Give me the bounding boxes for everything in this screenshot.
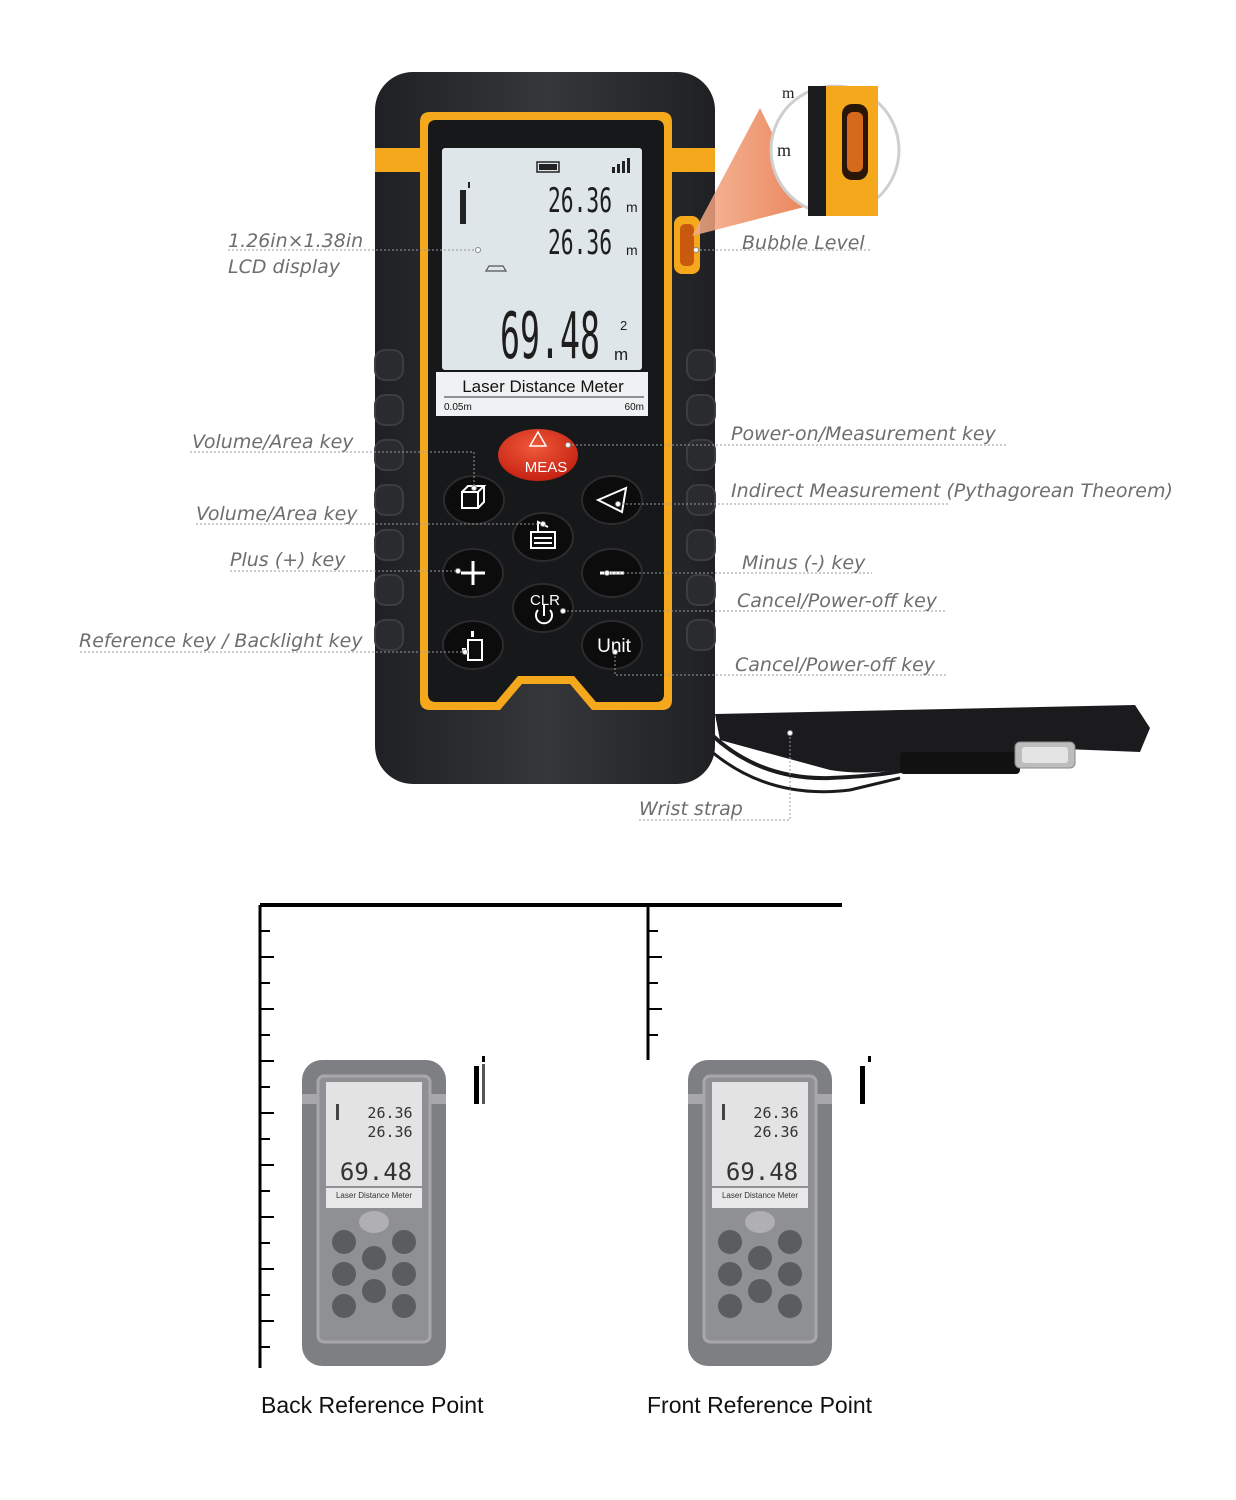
svg-text:69.48: 69.48 (340, 1158, 412, 1186)
lcd-unit-2: m (626, 242, 638, 258)
laser-warning-icon (528, 430, 548, 447)
lcd-unit-1: m (626, 199, 638, 215)
callout-volume-area-1: Volume/Area key (192, 431, 354, 453)
leader-dots (455, 247, 793, 736)
lcd-unit-area: m (614, 345, 628, 364)
volume-area-button[interactable] (443, 475, 505, 525)
svg-text:26.36: 26.36 (367, 1104, 412, 1122)
svg-text:Laser Distance Meter: Laser Distance Meter (336, 1191, 412, 1200)
callout-power-on: Power-on/Measurement key (731, 423, 996, 445)
inset-m-bottom: m (777, 140, 791, 160)
back-reference-ruler (258, 903, 842, 1368)
back-reference-device: 26.36 26.36 69.48 Laser Distance Meter (302, 1060, 446, 1366)
callout-minus: Minus (-) key (742, 552, 866, 574)
front-reference-device: 26.36 26.36 69.48 Laser Distance Meter (688, 1060, 832, 1366)
caption-back-reference: Back Reference Point (261, 1392, 484, 1418)
callout-indirect: Indirect Measurement (Pythagorean Theore… (731, 480, 1173, 502)
svg-text:26.36: 26.36 (753, 1123, 798, 1141)
plus-button[interactable] (442, 548, 504, 598)
lcd-screen (442, 148, 642, 370)
power-icon (535, 605, 553, 625)
wrist-strap (710, 705, 1150, 794)
plus-icon (461, 561, 485, 585)
brand-text: Laser Distance Meter (462, 377, 624, 396)
leader-lines (80, 249, 1008, 821)
lcd-unit-exp: 2 (620, 318, 627, 333)
cube-icon (461, 485, 487, 509)
triangle-icon (595, 486, 628, 514)
inset-m-top: m (782, 85, 795, 102)
reference-button[interactable] (442, 620, 504, 670)
meas-button[interactable] (498, 429, 578, 481)
lcd-reading-main: 69.48 (500, 300, 600, 374)
range-min: 0.05m (444, 402, 472, 413)
range-max: 60m (625, 402, 644, 413)
callout-wrist-strap: Wrist strap (639, 798, 743, 820)
callout-lcd-display: LCD display (228, 256, 340, 278)
front-reference-indicator (860, 1056, 871, 1104)
callout-volume-area-2: Volume/Area key (196, 503, 358, 525)
callout-cancel-1: Cancel/Power-off key (737, 590, 938, 612)
brand-strip (436, 372, 648, 416)
svg-text:69.48: 69.48 (726, 1158, 798, 1186)
callout-bubble-level: Bubble Level (742, 232, 865, 254)
indirect-measure-button[interactable] (581, 475, 643, 525)
caption-front-reference: Front Reference Point (647, 1392, 873, 1418)
area-button[interactable] (512, 512, 574, 562)
callout-lcd-size: 1.26in×1.38in (228, 230, 364, 252)
svg-text:Laser Distance Meter: Laser Distance Meter (722, 1191, 798, 1200)
svg-text:26.36: 26.36 (367, 1123, 412, 1141)
lcd-reading-1: 26.36 (548, 181, 612, 221)
clr-button[interactable] (512, 583, 574, 633)
callout-cancel-2: Cancel/Power-off key (735, 654, 936, 676)
back-reference-indicator (474, 1056, 485, 1104)
unit-button[interactable] (581, 620, 643, 670)
callout-plus: Plus (+) key (230, 549, 346, 571)
callout-reference: Reference key / Backlight key (79, 630, 363, 652)
lcd-reading-2: 26.36 (548, 223, 612, 263)
clr-label: CLR (530, 592, 560, 609)
svg-text:26.36: 26.36 (753, 1104, 798, 1122)
unit-label: Unit (597, 636, 632, 657)
front-reference-ruler (646, 905, 662, 1060)
bubble-level-inset (692, 84, 901, 236)
meas-label: MEAS (525, 459, 568, 476)
